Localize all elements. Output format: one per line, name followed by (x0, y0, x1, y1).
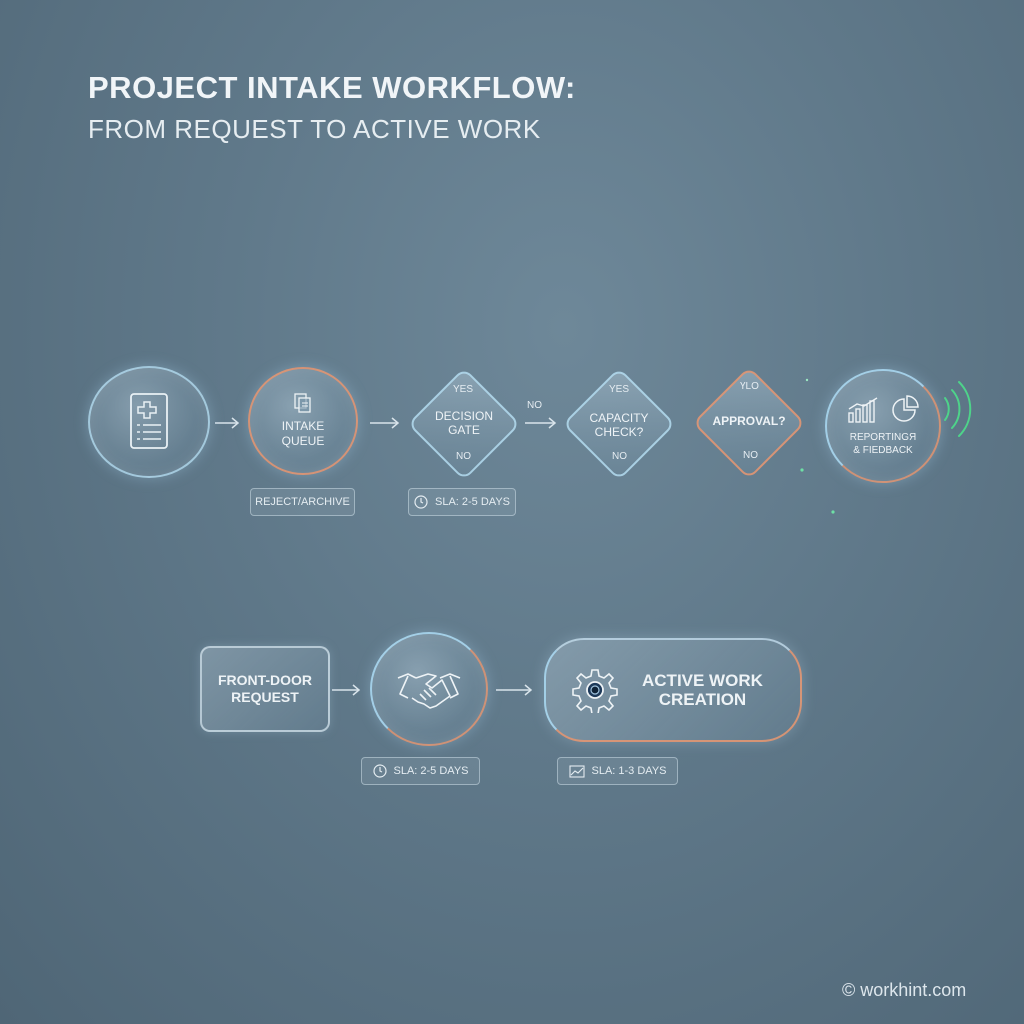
front-door-request-node[interactable]: FRONT-DOOR REQUEST (200, 646, 330, 732)
pie-chart-icon (892, 395, 919, 422)
reject-archive-text: REJECT/ARCHIVE (255, 496, 350, 508)
reporting-feedback-node[interactable]: REPORTINGЯ & FIEDBACK (825, 369, 941, 483)
trend-icon (568, 764, 585, 778)
reject-archive-tag: REJECT/ARCHIVE (250, 488, 355, 516)
active-work-creation-node[interactable]: ACTIVE WORK CREATION (544, 638, 802, 742)
capacity-check-yes: YES (609, 384, 630, 395)
sla-tag-top: SLA: 2-5 DAYS (408, 488, 516, 516)
capacity-check-no: NO (612, 451, 627, 462)
sla-tag-bottom-right: SLA: 1-3 DAYS (557, 757, 678, 785)
decision-gate-no: NO (456, 451, 471, 462)
active-work-creation-label: ACTIVE WORK CREATION (642, 671, 763, 709)
sla-tag-bottom-left: SLA: 2-5 DAYS (361, 757, 480, 785)
approval-node[interactable]: APPROVAL? (705, 411, 793, 431)
handshake-node[interactable] (370, 632, 488, 746)
arrow-gate-to-capacity (525, 417, 557, 429)
sla-bottom-left-text: SLA: 2-5 DAYS (393, 765, 469, 777)
decision-gate-yes: YES (453, 384, 474, 395)
clock-icon (414, 495, 428, 509)
capacity-check-diamond (566, 371, 672, 477)
handshake-icon (397, 673, 461, 709)
front-door-request-label: FRONT-DOOR REQUEST (217, 672, 313, 705)
request-document-node[interactable] (88, 366, 210, 478)
approval-label: APPROVAL? (712, 414, 786, 428)
approval-no: NO (743, 450, 758, 461)
page-subtitle: FROM REQUEST TO ACTIVE WORK (88, 114, 541, 144)
capacity-check-label: CAPACITY CHECK? (589, 411, 649, 439)
arrow-queue-to-gate (370, 417, 400, 429)
arrow-frontdoor-to-handshake (332, 684, 361, 696)
decision-gate-node[interactable]: DECISION GATE (424, 405, 504, 441)
approval-top-label: ҮLO (740, 381, 759, 392)
intake-queue-label: INTAKE QUEUE (281, 419, 325, 448)
gear-icon (572, 669, 618, 713)
capacity-check-node[interactable]: CAPACITY CHECK? (579, 407, 659, 443)
sla-top-text: SLA: 2-5 DAYS (435, 496, 510, 508)
sla-bottom-right-text: SLA: 1-3 DAYS (591, 765, 667, 777)
decision-gate-diamond (411, 371, 517, 477)
arrow-request-to-queue (215, 417, 240, 429)
decision-gate-label: DECISION GATE (434, 409, 493, 437)
document-medical-icon (130, 393, 168, 449)
intake-queue-node[interactable]: INTAKE QUEUE (248, 367, 358, 475)
arrow-handshake-to-active (496, 684, 533, 696)
documents-icon (294, 393, 311, 413)
approval-diamond (696, 370, 802, 476)
clock-icon (372, 764, 387, 778)
reporting-feedback-label: REPORTINGЯ & FIEDBACK (849, 432, 917, 456)
bar-chart-icon (848, 397, 878, 423)
watermark-credit: © workhint.com (842, 980, 967, 1000)
page-title: PROJECT INTAKE WORKFLOW: (88, 70, 576, 105)
branch-no-label: NO (527, 400, 542, 411)
